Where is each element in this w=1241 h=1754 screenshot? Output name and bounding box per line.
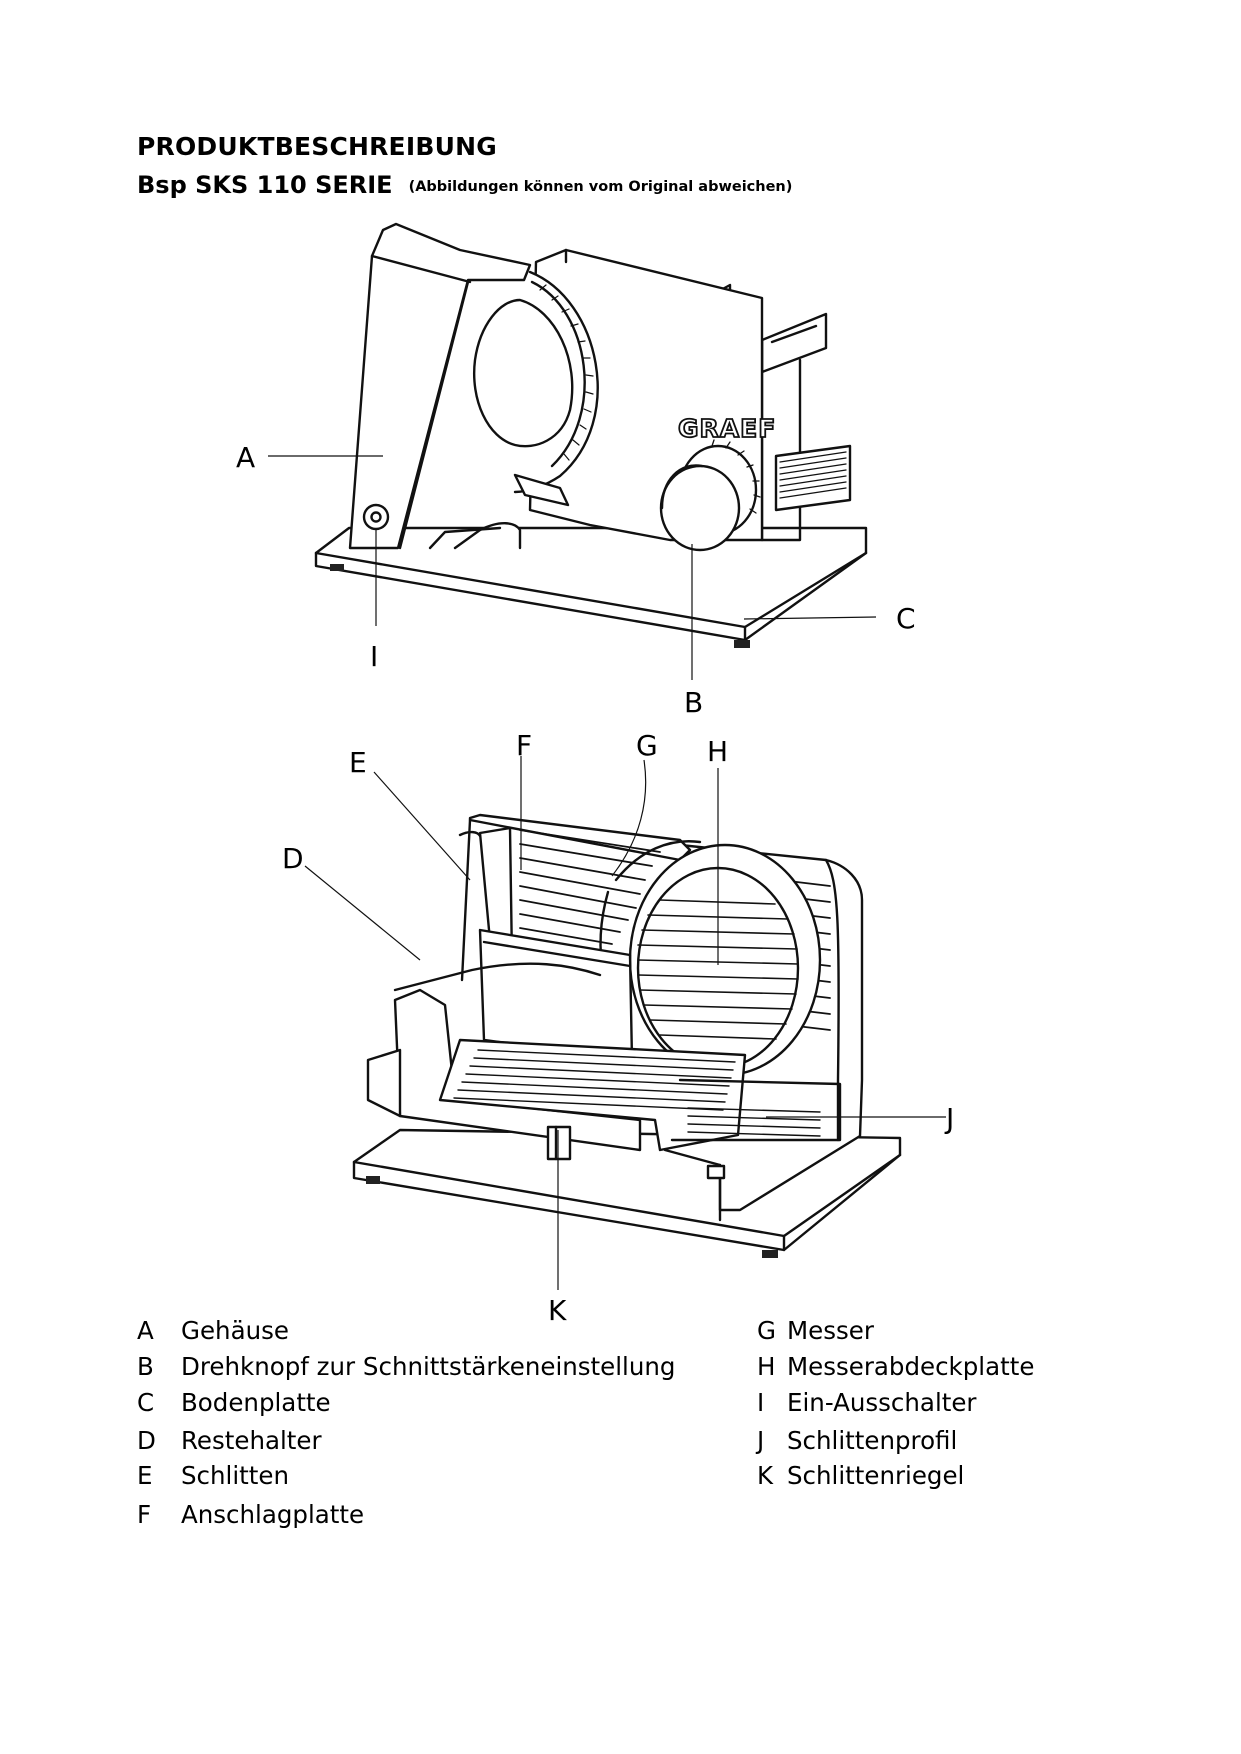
legend-text: Anschlagplatte xyxy=(181,1500,365,1529)
legend-text: Messerabdeckplatte xyxy=(787,1352,1035,1381)
legend-text: Schlittenriegel xyxy=(787,1461,965,1490)
callout-e: E xyxy=(349,746,367,779)
callout-g: G xyxy=(636,729,658,762)
legend-key: F xyxy=(137,1500,152,1529)
callout-h: H xyxy=(707,735,728,768)
page-title: PRODUKTBESCHREIBUNG xyxy=(137,132,497,161)
legend-text: Restehalter xyxy=(181,1426,322,1455)
blade-cover-drawing xyxy=(599,840,822,1077)
legend-text: Schlitten xyxy=(181,1461,289,1490)
leader-line-e xyxy=(373,771,471,881)
slicer-side-view-figure: E F G H D J K xyxy=(282,729,954,1327)
legend-key: C xyxy=(137,1388,155,1417)
rear-housing-drawing xyxy=(460,813,831,1031)
legend-text: Drehknopf zur Schnittstärkeneinstellung xyxy=(181,1352,676,1381)
legend-text: Schlittenprofil xyxy=(787,1426,958,1455)
callout-c: C xyxy=(896,602,916,635)
callout-f: F xyxy=(516,729,532,762)
carriage-tray-drawing xyxy=(366,988,842,1152)
leader-line-d xyxy=(304,865,421,961)
callout-k: K xyxy=(548,1294,567,1327)
callout-j: J xyxy=(944,1102,954,1135)
leader-line-g xyxy=(611,759,647,877)
legend-key: A xyxy=(137,1316,154,1345)
left-housing-drawing xyxy=(348,222,532,550)
carriage-lock-drawing xyxy=(546,1125,572,1161)
slicer-front-view-figure: GRAEF A I C B xyxy=(236,222,916,719)
callout-b: B xyxy=(684,686,703,719)
legend-key: B xyxy=(137,1352,154,1381)
legend-key: H xyxy=(757,1352,776,1381)
legend-text: Gehäuse xyxy=(181,1316,289,1345)
callout-i: I xyxy=(370,640,378,673)
power-switch-drawing xyxy=(362,503,390,531)
model-subtitle: Bsp SKS 110 SERIE (Abbildungen können vom… xyxy=(137,171,792,199)
legend-key: D xyxy=(137,1426,156,1455)
brand-logo: GRAEF xyxy=(678,414,776,443)
legend-key: J xyxy=(757,1426,765,1455)
carriage-drawing xyxy=(708,283,852,542)
legend-key: K xyxy=(757,1461,774,1490)
legend-text: Bodenplatte xyxy=(181,1388,331,1417)
cover-plate-drawing xyxy=(472,298,574,448)
base-plate-drawing xyxy=(314,526,868,648)
callout-d: D xyxy=(282,842,304,875)
legend-text: Messer xyxy=(787,1316,874,1345)
callout-a: A xyxy=(236,441,255,474)
leader-line-c xyxy=(743,616,877,620)
legend-key: I xyxy=(757,1388,765,1417)
thickness-dial-drawing xyxy=(659,439,761,552)
legend-key: E xyxy=(137,1461,153,1490)
legend-key: G xyxy=(757,1316,776,1345)
model-name: Bsp SKS 110 SERIE xyxy=(137,171,393,199)
image-disclaimer: (Abbildungen können vom Original abweich… xyxy=(408,179,793,195)
legend-text: Ein-Ausschalter xyxy=(787,1388,977,1417)
